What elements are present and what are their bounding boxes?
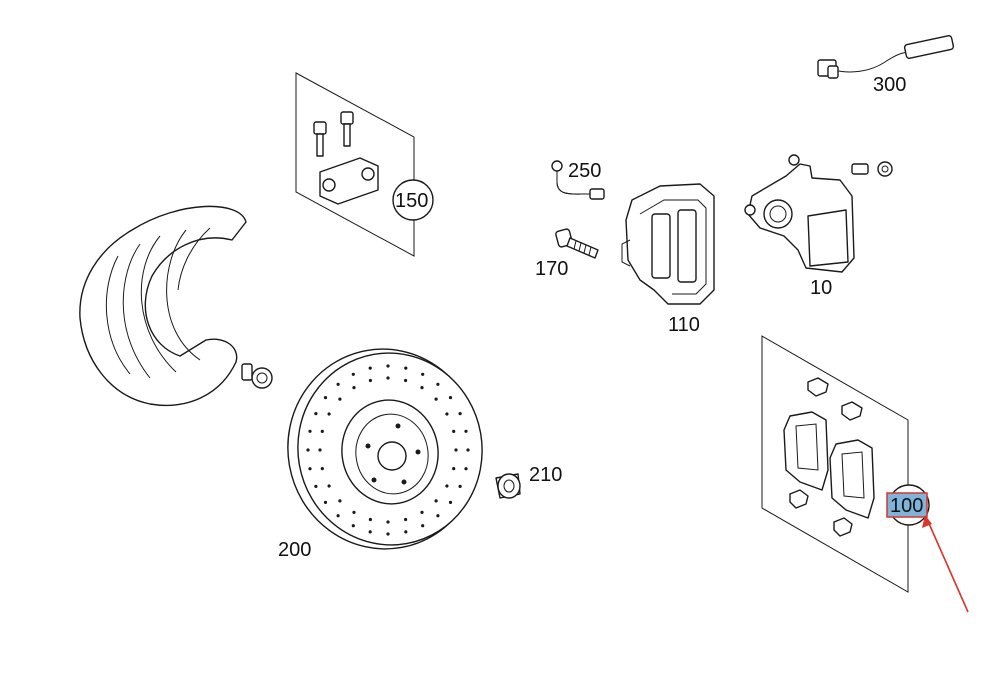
disc-drill-hole: [448, 396, 453, 400]
dust-shield[interactable]: [79, 205, 247, 406]
disc-drill-hole: [386, 520, 390, 524]
disc-drill-hole: [458, 412, 462, 416]
shield-bolt[interactable]: [241, 363, 273, 389]
disc-drill-hole: [320, 429, 324, 433]
disc-drill-hole: [323, 500, 328, 504]
disc-drill-hole: [404, 517, 408, 522]
disc-drill-hole: [320, 467, 324, 471]
disc-drill-hole: [306, 448, 310, 452]
disc-drill-hole: [434, 499, 438, 503]
disc-drill-hole: [327, 484, 331, 488]
disc-drill-hole: [351, 372, 355, 376]
brake-pad-kit-100[interactable]: [761, 335, 909, 593]
disc-drill-hole: [368, 530, 372, 534]
disc-drill-hole: [368, 378, 372, 383]
disc-drill-hole: [318, 448, 322, 452]
disc-drill-hole: [336, 514, 340, 518]
disc-drill-hole: [436, 514, 440, 518]
callout-10: 10: [810, 277, 832, 299]
disc-drill-hole: [352, 386, 356, 390]
disc-drill-hole: [386, 376, 390, 380]
disc-drill-hole: [308, 467, 312, 471]
disc-drill-hole: [338, 499, 342, 503]
disc-drill-hole: [420, 510, 424, 514]
callout-150: 150: [395, 190, 428, 212]
bleeder-valve[interactable]: [851, 161, 893, 177]
disc-drill-hole: [338, 397, 342, 401]
disc-drill-hole: [436, 382, 440, 386]
callout-300: 300: [873, 74, 906, 96]
disc-drill-hole: [448, 500, 453, 504]
disc-drill-hole: [368, 366, 372, 370]
bolt-kit-150[interactable]: [295, 72, 434, 257]
disc-drill-hole: [323, 396, 328, 400]
bolt-170[interactable]: [555, 228, 599, 259]
disc-drill-hole: [404, 530, 408, 534]
disc-drill-hole: [464, 429, 468, 433]
disc-drill-hole: [458, 484, 462, 488]
screw-210[interactable]: [495, 473, 521, 499]
disc-drill-hole: [434, 397, 438, 401]
caliper-bracket-110[interactable]: [621, 183, 715, 305]
disc-drill-hole: [327, 412, 331, 416]
disc-drill-hole: [404, 378, 408, 383]
disc-drill-hole: [386, 364, 390, 368]
disc-drill-hole: [421, 372, 425, 376]
callout-100-highlight: [886, 492, 928, 518]
disc-drill-hole: [386, 532, 390, 536]
brake-disc-200[interactable]: [272, 334, 497, 564]
disc-drill-hole: [445, 412, 449, 416]
callout-210: 210: [529, 464, 562, 486]
disc-drill-hole: [445, 484, 449, 488]
callout-250: 250: [568, 160, 601, 182]
disc-drill-hole: [308, 429, 312, 433]
disc-drill-hole: [452, 429, 456, 433]
disc-drill-hole: [336, 382, 340, 386]
disc-drill-hole: [466, 448, 470, 452]
disc-drill-hole: [368, 517, 372, 522]
disc-drill-hole: [351, 524, 355, 528]
wear-sensor-300[interactable]: [817, 35, 955, 79]
callout-170: 170: [535, 258, 568, 280]
caliper-10[interactable]: [744, 154, 855, 273]
disc-drill-hole: [421, 524, 425, 528]
disc-drill-hole: [454, 448, 458, 452]
callout-110: 110: [668, 314, 700, 336]
disc-drill-hole: [452, 467, 456, 471]
disc-drill-hole: [464, 467, 468, 471]
annotation-arrow: [922, 515, 969, 613]
disc-drill-hole: [352, 510, 356, 514]
disc-drill-hole: [314, 484, 318, 488]
disc-drill-hole: [404, 366, 408, 370]
disc-drill-hole: [314, 412, 318, 416]
brake-hose-250[interactable]: [551, 160, 605, 200]
callout-200: 200: [278, 539, 311, 561]
disc-drill-hole: [420, 386, 424, 390]
callout-100[interactable]: 100: [890, 495, 923, 517]
